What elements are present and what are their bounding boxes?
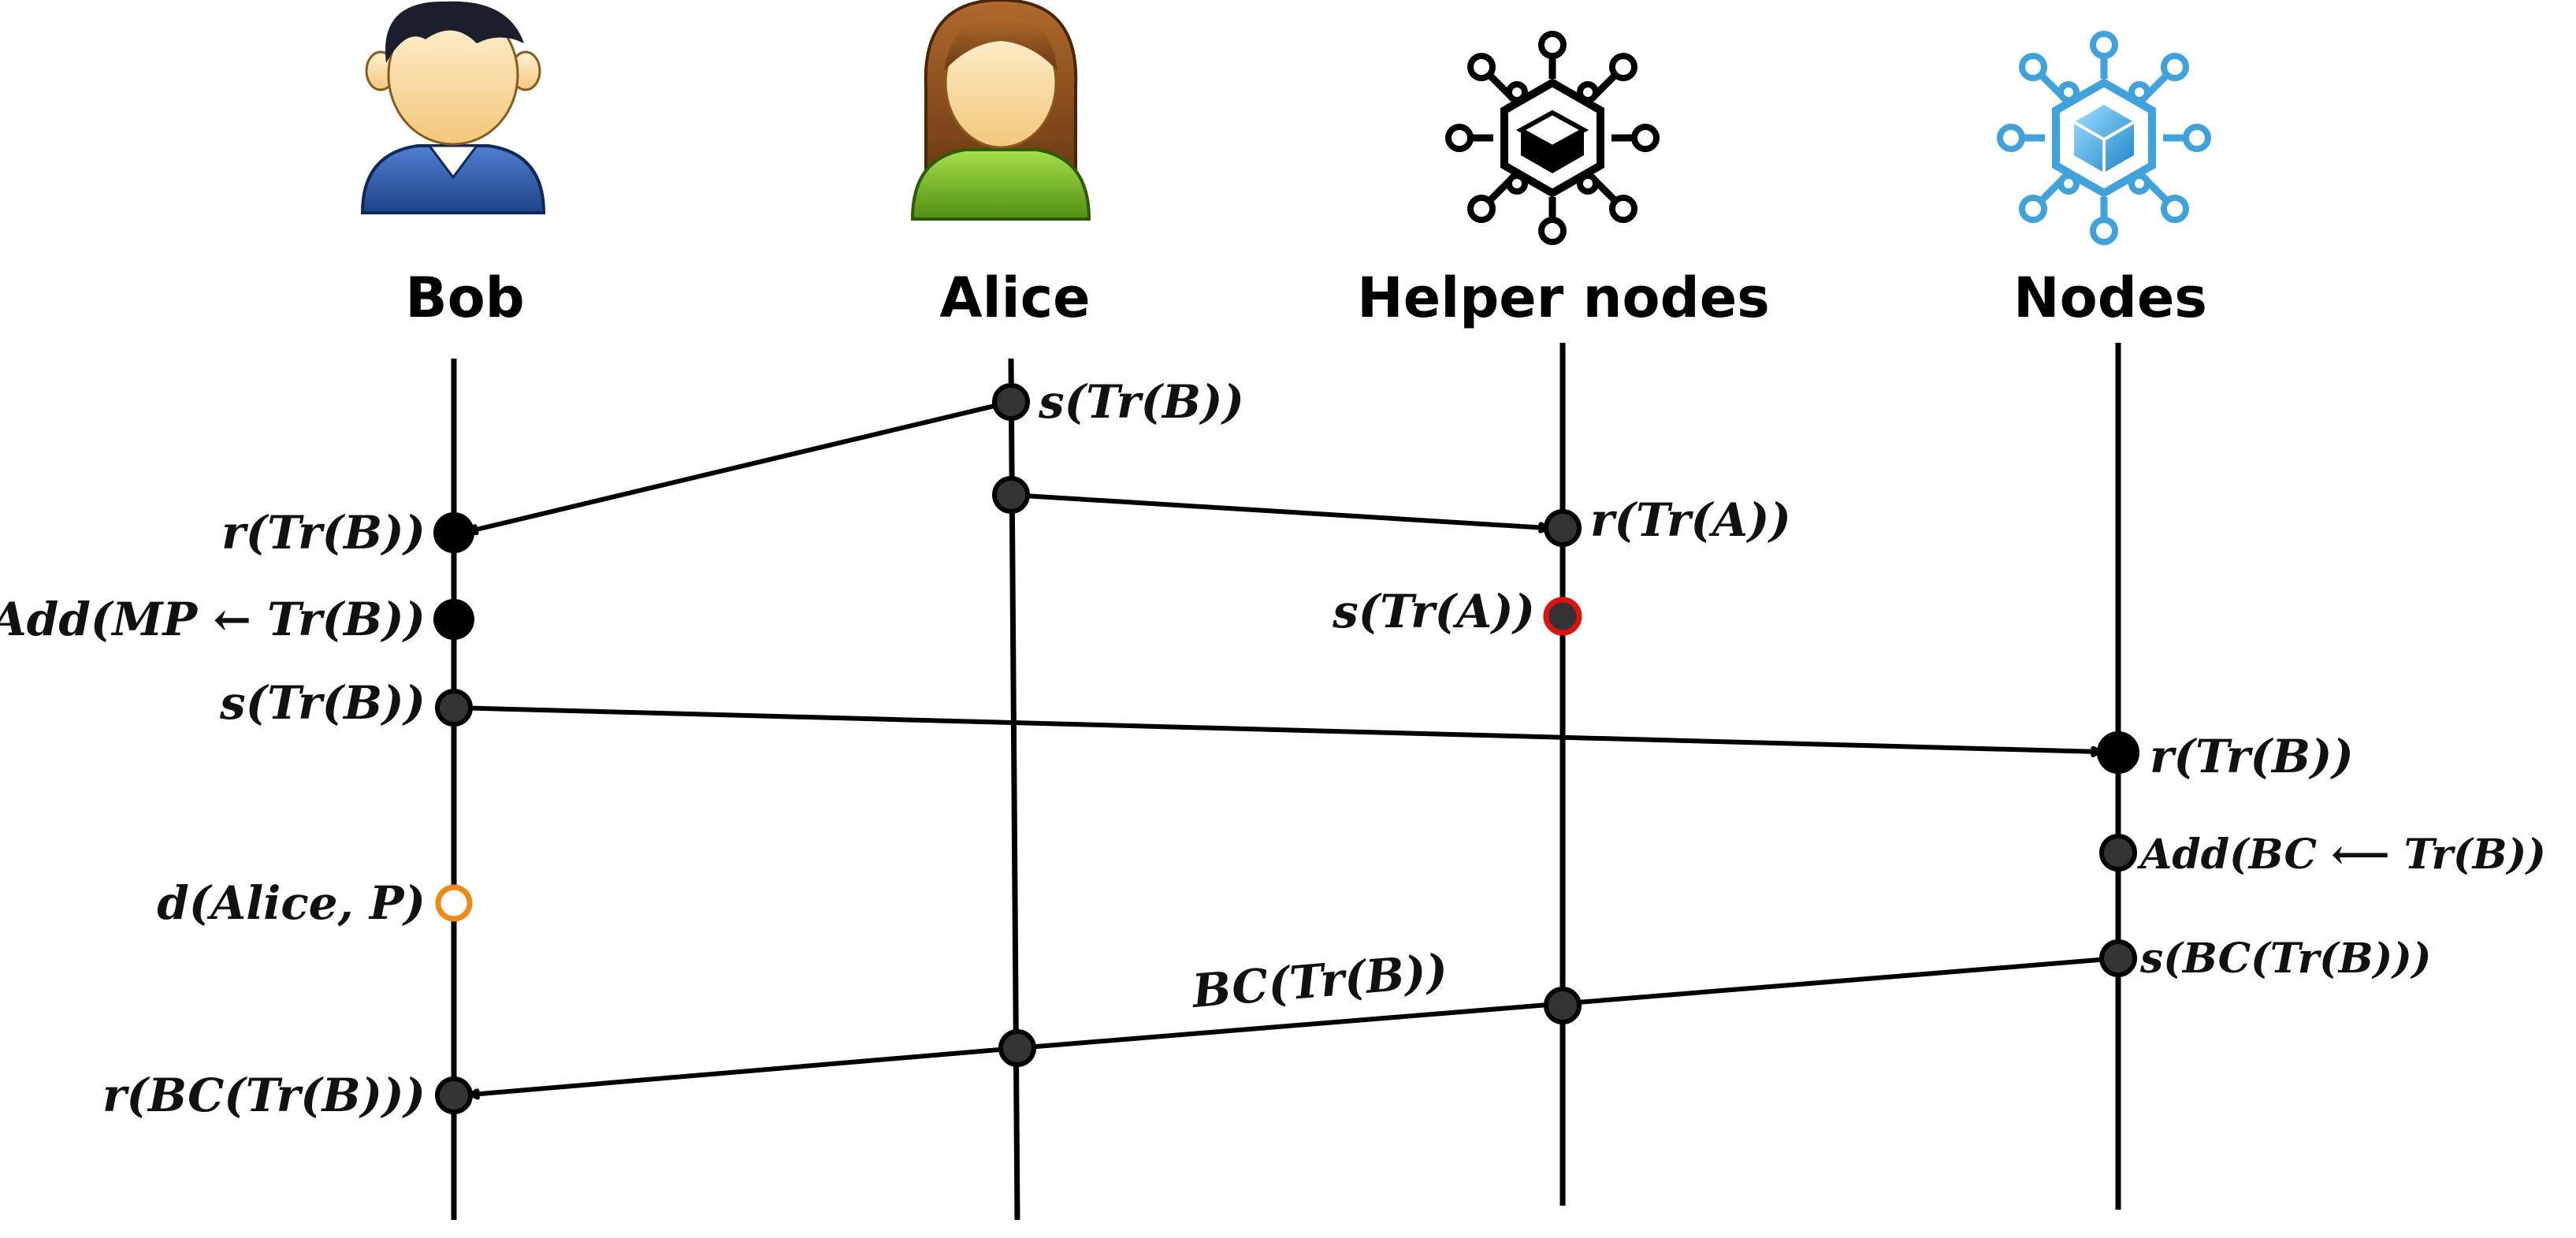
event-dot-detection (435, 884, 473, 922)
event-dot (435, 1076, 473, 1114)
broadcast-message-label: BC(Tr(B)) (1189, 944, 1450, 1019)
actor-label-alice: Alice (939, 266, 1090, 330)
message-alice-to-bob (470, 400, 1012, 531)
event-label-bob-receive: r(Tr(B)) (221, 506, 426, 560)
event-label-bob-receive-bc: r(BC(Tr(B))) (102, 1069, 426, 1122)
event-label-nodes-add: Add(BC ⟵ Tr(B)) (2136, 831, 2546, 879)
man-avatar-icon (360, 1, 546, 214)
event-dot (992, 383, 1030, 421)
event-label-nodes-send: s(BC(Tr(B))) (2139, 935, 2431, 983)
network-node-icon-black (1445, 31, 1660, 245)
event-dot (998, 1029, 1036, 1067)
woman-avatar-icon (910, 0, 1091, 221)
event-dot (435, 689, 473, 727)
event-dot (433, 512, 474, 553)
event-dot (1544, 509, 1582, 547)
event-label-helper-receive: r(Tr(A)) (1590, 493, 1791, 547)
event-dot (1544, 987, 1582, 1024)
event-dot (2097, 731, 2139, 774)
event-dot (992, 476, 1030, 514)
event-dot (433, 599, 474, 640)
message-bob-to-nodes (453, 705, 2099, 752)
event-label-bob-send: s(Tr(B)) (219, 676, 426, 730)
message-alice-to-helpers (1010, 493, 1547, 528)
event-label-helper-send: s(Tr(A)) (1332, 585, 1535, 638)
event-label-alice-send: s(Tr(B)) (1038, 375, 1244, 429)
message-broadcast-to-bob (471, 1046, 1018, 1095)
event-dot-highlight (1543, 597, 1582, 636)
event-label-bob-add: Add(MP ← Tr(B)) (0, 593, 426, 646)
event-dot (2099, 834, 2137, 872)
actor-label-nodes: Nodes (2013, 266, 2207, 330)
network-node-icon-blue (1997, 31, 2211, 245)
event-label-nodes-receive: r(Tr(B)) (2150, 730, 2354, 783)
actor-label-helper-nodes: Helper nodes (1357, 266, 1770, 330)
event-label-bob-detect: d(Alice, P) (157, 876, 426, 930)
event-dot (2099, 939, 2137, 977)
actor-label-bob: Bob (405, 266, 525, 330)
